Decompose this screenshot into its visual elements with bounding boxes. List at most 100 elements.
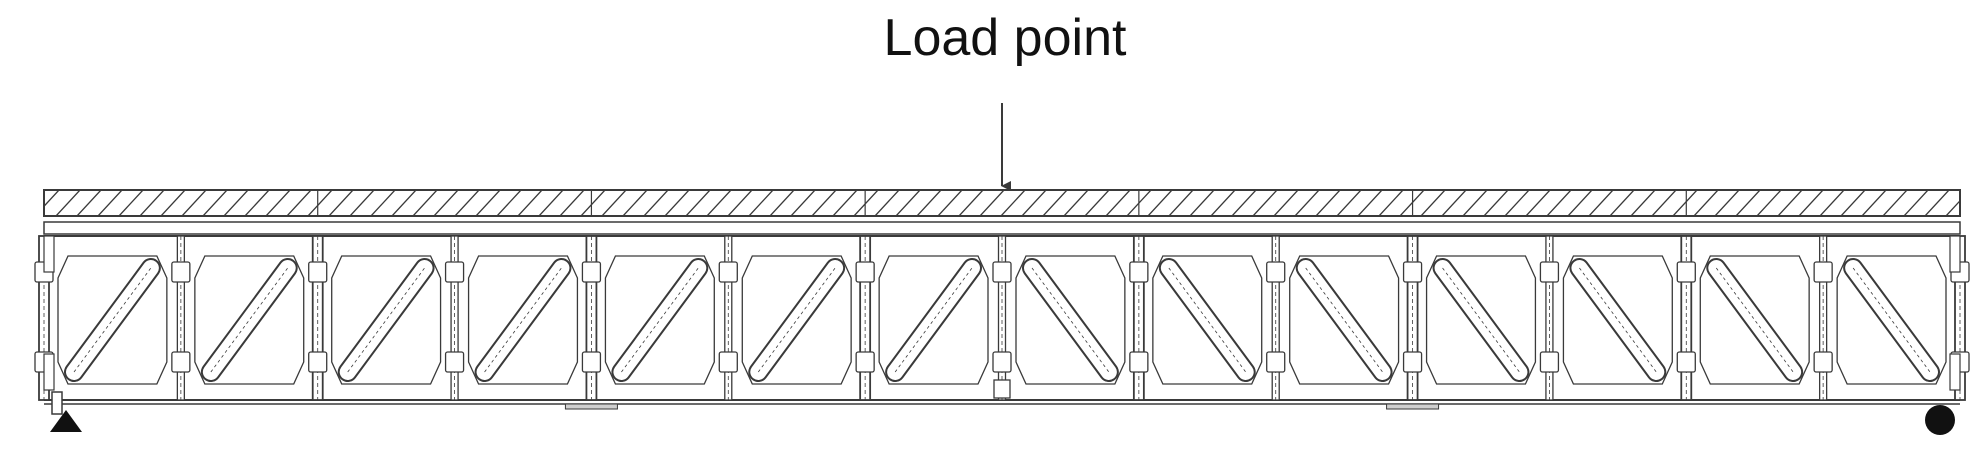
truss-panel — [604, 255, 715, 385]
pin-support-icon — [50, 410, 82, 432]
vertical-post — [581, 235, 602, 401]
hatch-line — [1903, 190, 1929, 216]
truss-panel — [194, 255, 305, 385]
bottom-joint-block — [581, 351, 602, 373]
hatch-line — [1672, 190, 1698, 216]
hatch-line — [286, 190, 312, 216]
hatch-line — [1294, 190, 1320, 216]
deck-hatching — [44, 190, 1975, 216]
diagonal-strut-fill — [1845, 260, 1938, 380]
roller-support-icon — [1925, 405, 1955, 435]
web-plate — [1836, 255, 1947, 385]
web-plate — [741, 255, 852, 385]
truss-panel — [1699, 255, 1810, 385]
vertical-post — [1539, 235, 1560, 401]
diagonal-strut-fill — [1024, 260, 1117, 380]
bottom-joint-block — [992, 351, 1012, 373]
hatch-line — [1378, 190, 1404, 216]
hatch-line — [895, 190, 921, 216]
hatch-line — [1967, 190, 1975, 216]
vertical-post — [308, 235, 328, 401]
top-joint-block — [1676, 261, 1696, 283]
hatch-line — [1252, 190, 1278, 216]
hatch-line — [475, 190, 501, 216]
vertical-post — [855, 235, 875, 401]
bottom-joint-block — [308, 351, 328, 373]
diagonal-strut-fill — [1297, 260, 1391, 380]
top-joint-block — [171, 261, 191, 283]
truss-panel — [878, 255, 989, 385]
hatch-line — [265, 190, 291, 216]
hatch-line — [1651, 190, 1677, 216]
hatch-line — [1756, 190, 1782, 216]
bottom-joint-block — [444, 351, 465, 373]
truss-panel — [1015, 255, 1126, 385]
hatch-line — [412, 190, 438, 216]
hatch-line — [1483, 190, 1509, 216]
hatch-line — [853, 190, 879, 216]
hatch-line — [1567, 190, 1593, 216]
hatch-line — [1609, 190, 1635, 216]
web-plate — [1562, 255, 1673, 385]
bottom-joint-block — [1676, 351, 1696, 373]
truss-panel — [1425, 255, 1537, 385]
vertical-post — [1813, 235, 1833, 401]
hatch-line — [1504, 190, 1530, 216]
hatch-line — [307, 190, 333, 216]
hatch-line — [1189, 190, 1215, 216]
hatch-line — [1168, 190, 1194, 216]
hatch-line — [1630, 190, 1656, 216]
hatch-line — [1861, 190, 1887, 216]
hatch-line — [643, 190, 669, 216]
top-beam — [43, 221, 1961, 235]
hatch-line — [664, 190, 690, 216]
hatch-line — [769, 190, 795, 216]
hatch-line — [1042, 190, 1068, 216]
hatch-line — [1441, 190, 1467, 216]
web-plate — [1425, 255, 1537, 385]
hatch-line — [811, 190, 837, 216]
hatch-line — [97, 190, 123, 216]
hatch-line — [1147, 190, 1173, 216]
hatch-line — [1714, 190, 1740, 216]
hatch-line — [1693, 190, 1719, 216]
truss-panel — [1562, 255, 1673, 385]
top-joint-block — [308, 261, 328, 283]
hatch-line — [391, 190, 417, 216]
hatch-line — [1021, 190, 1047, 216]
vertical-post — [444, 235, 465, 401]
truss-panel — [1152, 255, 1263, 385]
vertical-post — [992, 235, 1012, 401]
hatch-line — [727, 190, 753, 216]
vertical-post — [1129, 235, 1149, 401]
hatch-line — [979, 190, 1005, 216]
hatch-line — [1336, 190, 1362, 216]
hatch-line — [118, 190, 144, 216]
hatch-line — [1210, 190, 1236, 216]
vertical-post — [1266, 235, 1286, 401]
diagonal-strut-fill — [1571, 260, 1665, 380]
hatch-line — [1000, 190, 1026, 216]
top-joint-block — [992, 261, 1012, 283]
hatch-line — [559, 190, 585, 216]
hatch-line — [349, 190, 375, 216]
hatch-line — [139, 190, 165, 216]
hatch-line — [370, 190, 396, 216]
web-plate — [467, 255, 579, 385]
bottom-joint-block — [1129, 351, 1149, 373]
hatch-line — [1819, 190, 1845, 216]
web-plate — [604, 255, 715, 385]
hatch-line — [1105, 190, 1131, 216]
hatch-line — [1735, 190, 1761, 216]
hatch-line — [454, 190, 480, 216]
top-joint-block — [718, 261, 738, 283]
bottom-joint-block — [855, 351, 875, 373]
hatch-line — [832, 190, 858, 216]
hatch-line — [1588, 190, 1614, 216]
bottom-joint-block — [1266, 351, 1286, 373]
hatch-line — [685, 190, 711, 216]
hatch-line — [433, 190, 459, 216]
hatch-line — [55, 190, 81, 216]
top-joint-block — [1813, 261, 1833, 283]
hatch-line — [1420, 190, 1446, 216]
